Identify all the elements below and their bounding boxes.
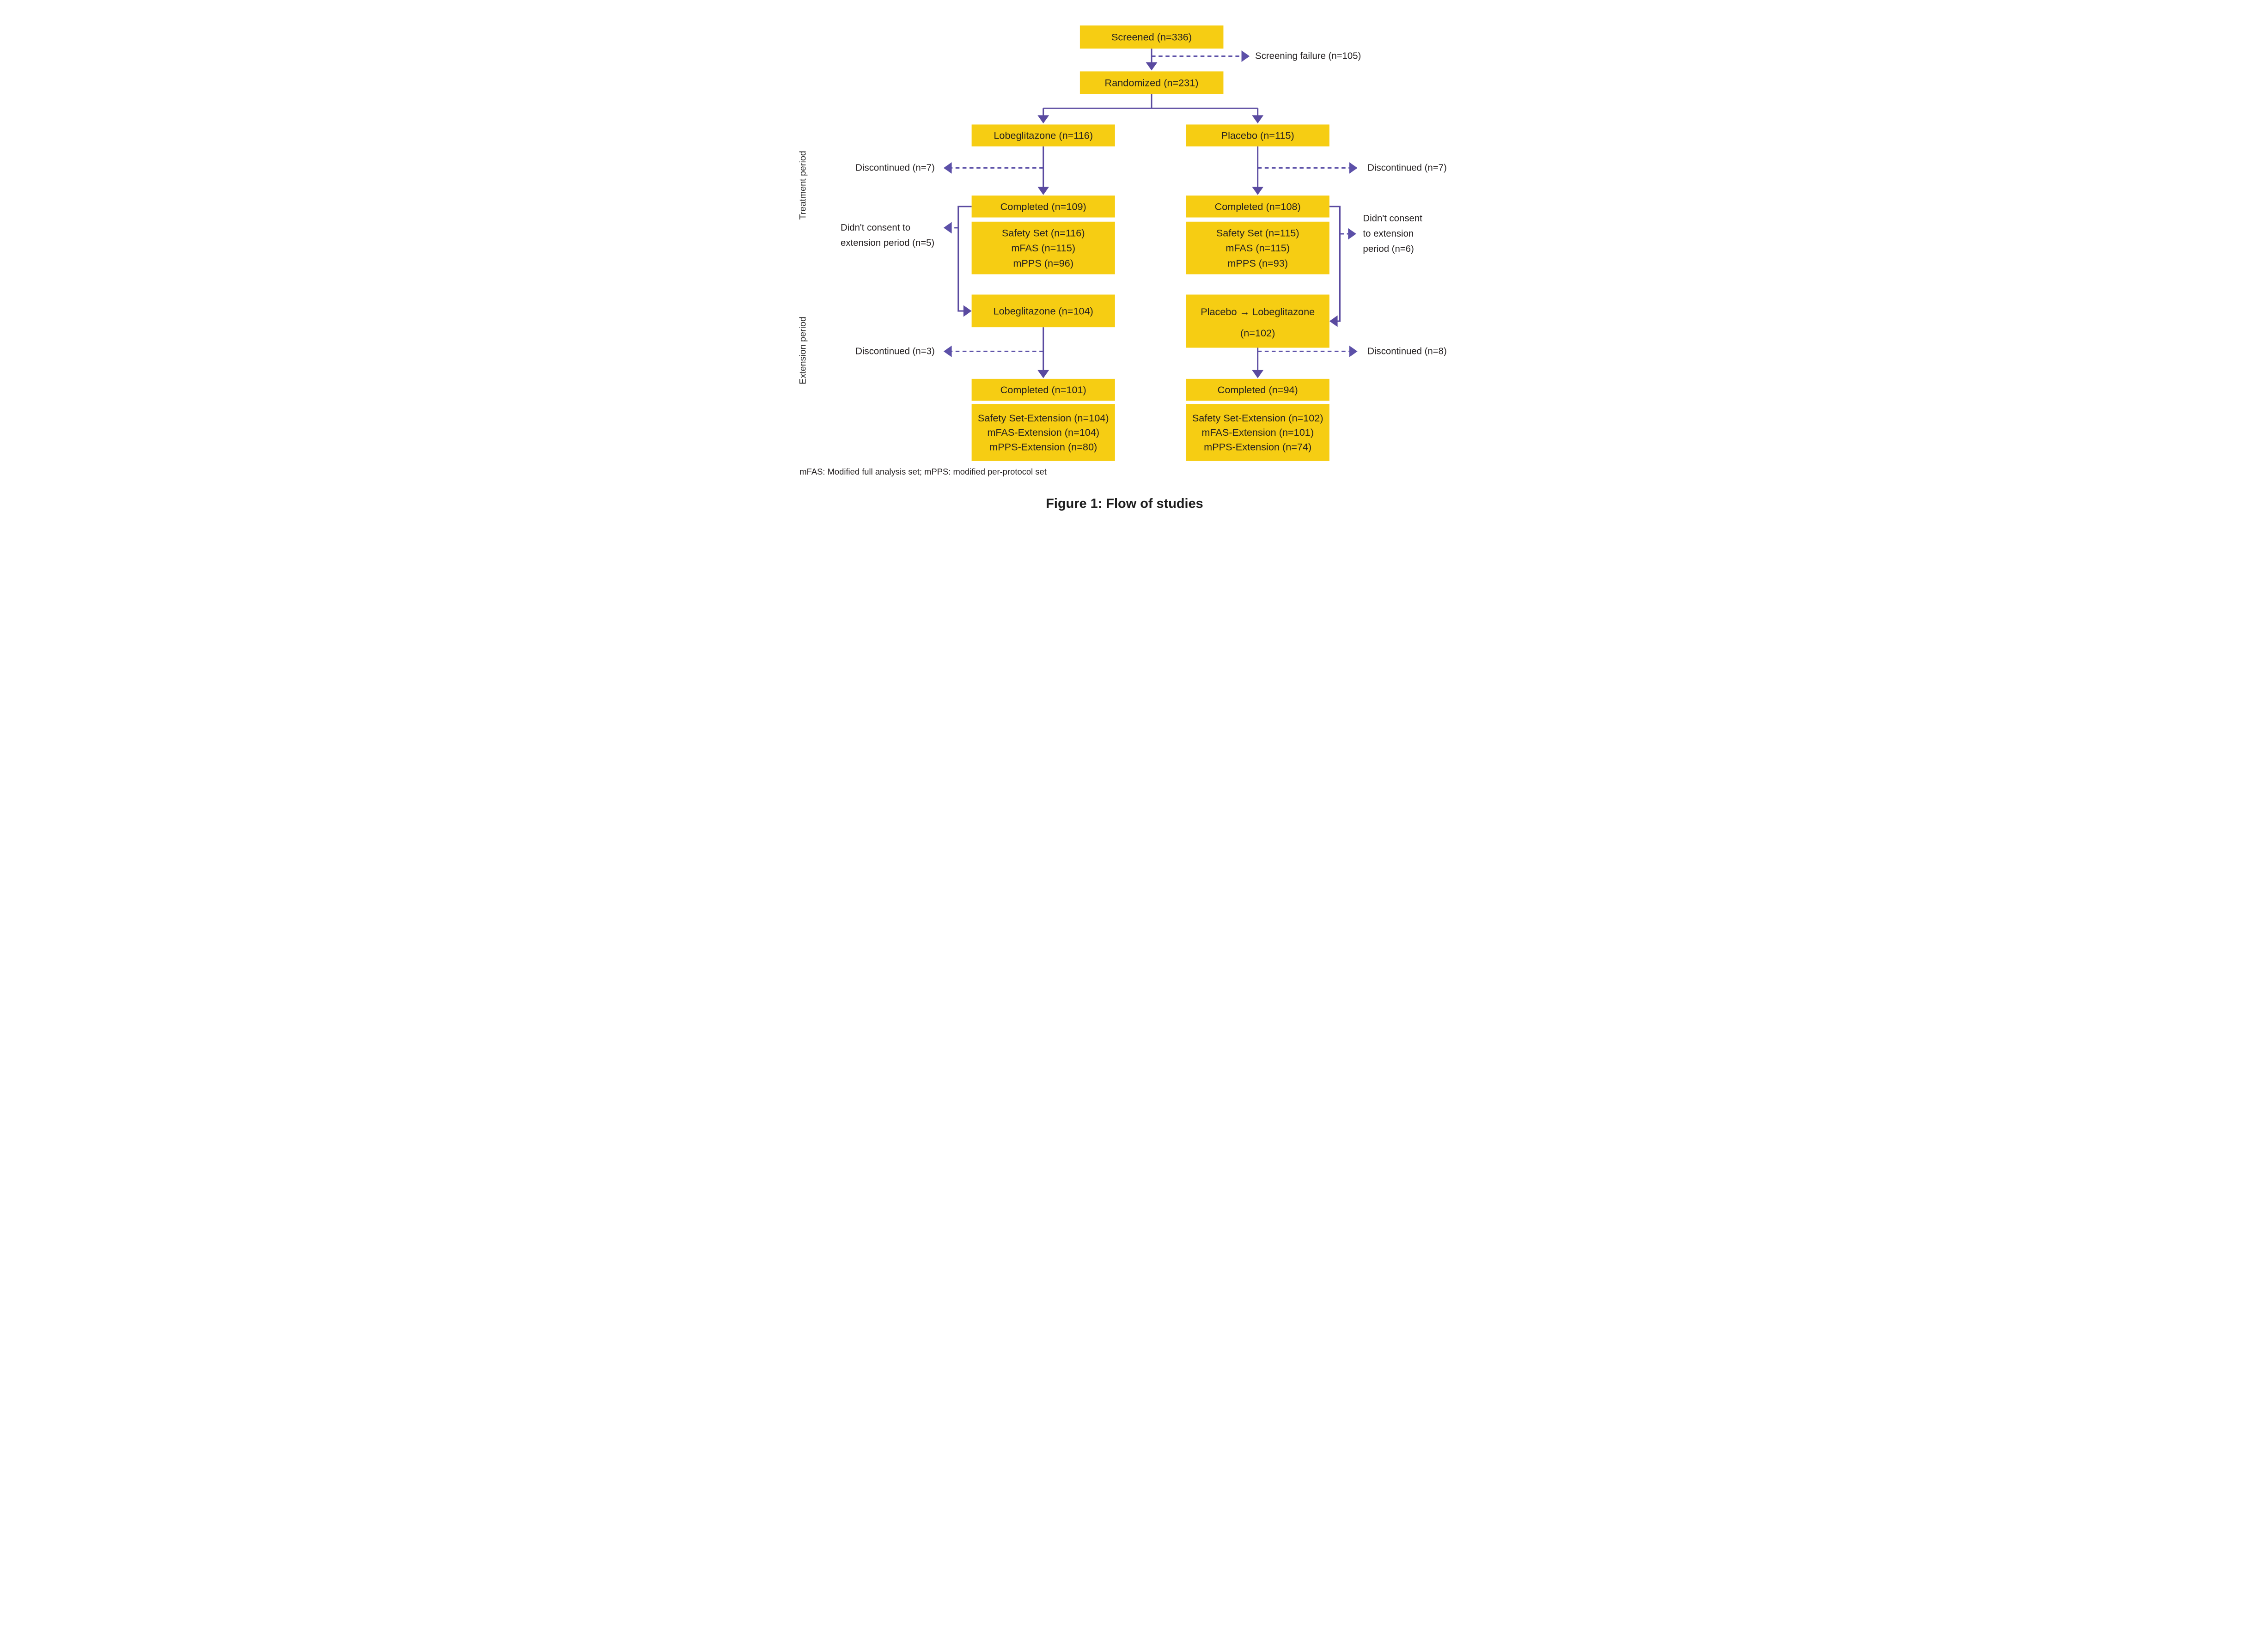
placebo-to-lobe-line1: Placebo → Lobeglitazone <box>1201 306 1315 317</box>
box-completed-extension-right <box>1186 378 1329 401</box>
box-lobeglitazone-arm <box>971 124 1115 146</box>
box-completed-treatment-left <box>971 195 1115 218</box>
box-safety-left <box>971 221 1115 274</box>
label-no-consent-right-line3: period (n=6) <box>1363 244 1414 254</box>
flow-diagram: Screened (n=336) Randomized (n=231) Lobe… <box>755 0 1495 543</box>
arrowhead-left-icon <box>943 345 952 357</box>
arrowhead-down-icon <box>1146 62 1157 71</box>
label-no-consent-right-line2: to extension <box>1363 229 1414 239</box>
placebo-to-lobe-line2: (n=102) <box>1240 327 1275 339</box>
box-completed-treatment-left-label: Completed (n=109) <box>1000 201 1086 212</box>
label-no-consent-left-line1: Didn't consent to <box>841 223 910 233</box>
safety-left-line3: mPPS (n=96) <box>1013 257 1073 269</box>
ext-sets-left-line3: mPPS-Extension (n=80) <box>989 441 1097 452</box>
box-screened-label: Screened (n=336) <box>1111 31 1191 43</box>
ext-sets-left-line1: Safety Set-Extension (n=104) <box>977 412 1109 424</box>
connector-randomized-split <box>1042 94 1258 116</box>
label-no-consent-left-line2: extension period (n=5) <box>841 238 934 248</box>
figure-title: Figure 1: Flow of studies <box>1046 496 1203 511</box>
box-lobeglitazone-extension-label: Lobeglitazone (n=104) <box>993 305 1093 317</box>
label-no-consent-right-line1: Didn't consent <box>1363 213 1422 224</box>
ext-sets-left-line2: mFAS-Extension (n=104) <box>987 427 1099 438</box>
ext-sets-right-line2: mFAS-Extension (n=101) <box>1201 427 1314 438</box>
box-randomized-label: Randomized (n=231) <box>1104 77 1198 89</box>
box-extension-sets-left <box>971 404 1115 461</box>
arrowhead-down-icon <box>1251 115 1263 124</box>
arrowhead-right-icon <box>1349 162 1358 174</box>
arrowhead-right-icon <box>963 305 972 317</box>
box-completed-extension-right-label: Completed (n=94) <box>1217 384 1298 396</box>
safety-left-line1: Safety Set (n=116) <box>1001 227 1085 238</box>
connector-completed-to-extension-left <box>957 206 972 312</box>
footnote: mFAS: Modified full analysis set; mPPS: … <box>799 467 1047 476</box>
label-discontinued-extension-left: Discontinued (n=3) <box>855 346 934 356</box>
box-completed-extension-left-label: Completed (n=101) <box>1000 384 1086 396</box>
label-discontinued-extension-right: Discontinued (n=8) <box>1367 346 1446 356</box>
arrowhead-down-icon <box>1037 115 1049 124</box>
box-placebo-arm-label: Placebo (n=115) <box>1221 130 1294 141</box>
label-discontinued-treatment-left: Discontinued (n=7) <box>855 163 934 173</box>
ext-sets-right-line3: mPPS-Extension (n=74) <box>1204 441 1311 452</box>
box-placebo-to-lobeglitazone <box>1186 294 1329 348</box>
box-screened <box>1079 25 1223 49</box>
box-placebo-arm <box>1186 124 1329 146</box>
arrowhead-down-icon <box>1251 187 1263 195</box>
arrowhead-left-icon <box>943 222 952 234</box>
arrowhead-right-icon <box>1349 345 1358 357</box>
flow-of-studies-svg: Screened (n=336) Randomized (n=231) Lobe… <box>755 0 1495 543</box>
arrowhead-down-icon <box>1037 370 1049 378</box>
ext-sets-right-line1: Safety Set-Extension (n=102) <box>1192 412 1323 424</box>
box-lobeglitazone-arm-label: Lobeglitazone (n=116) <box>994 130 1093 141</box>
box-completed-extension-left <box>971 378 1115 401</box>
box-randomized <box>1079 71 1223 94</box>
box-completed-treatment-right-label: Completed (n=108) <box>1214 201 1300 212</box>
connector-completed-to-extension-right <box>1329 206 1341 322</box>
arrowhead-right-icon <box>1348 228 1356 240</box>
arrowhead-left-icon <box>943 162 952 174</box>
label-screening-failure: Screening failure (n=105) <box>1255 51 1361 61</box>
label-treatment-period: Treatment period <box>798 151 808 219</box>
label-discontinued-treatment-right: Discontinued (n=7) <box>1367 163 1446 173</box>
arrowhead-down-icon <box>1251 370 1263 378</box>
box-lobeglitazone-extension <box>971 294 1115 328</box>
box-extension-sets-right <box>1186 404 1329 461</box>
box-safety-right <box>1186 221 1329 274</box>
arrowhead-down-icon <box>1037 187 1049 195</box>
label-extension-period: Extension period <box>798 317 808 384</box>
arrowhead-left-icon <box>1329 315 1338 327</box>
safety-right-line1: Safety Set (n=115) <box>1216 227 1299 238</box>
safety-right-line3: mPPS (n=93) <box>1227 257 1288 269</box>
arrowhead-right-icon <box>1241 50 1250 62</box>
box-completed-treatment-right <box>1186 195 1329 218</box>
safety-left-line2: mFAS (n=115) <box>1011 242 1075 254</box>
safety-right-line2: mFAS (n=115) <box>1226 242 1290 254</box>
